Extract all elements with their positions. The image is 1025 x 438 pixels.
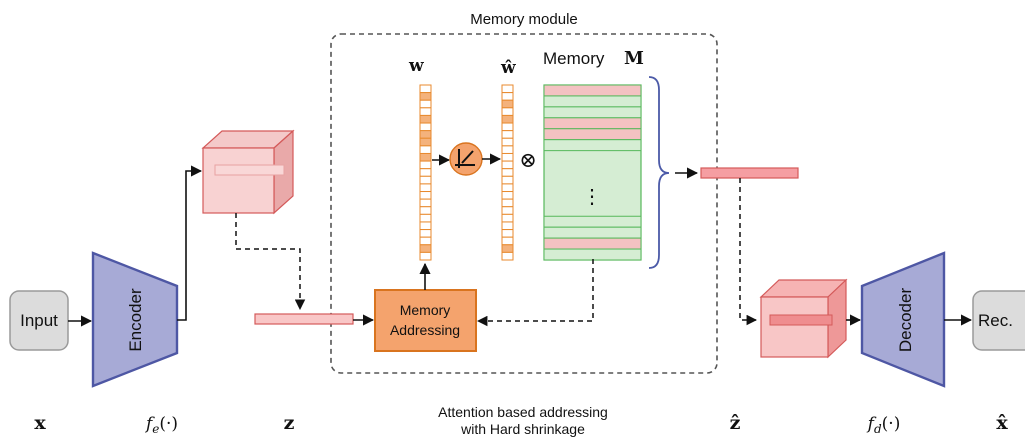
w-vector-cell [419,107,432,116]
w-hat-vector-cell [501,198,514,208]
label-fe: fe(·) [144,414,178,436]
w-hat-vector-cell [501,152,514,162]
memory-row [543,215,642,228]
w-hat-vector-cell [501,122,514,132]
w-hat-vector-cell [501,168,514,177]
output-box [972,290,1025,351]
decoder-feature-cube [759,278,848,359]
w-vector-cell [419,114,432,124]
w-vector-cell [419,99,432,109]
memory-addressing-label-line1: Memory [400,302,451,318]
w-hat-vector-cell [501,84,514,94]
memory-brace [648,76,670,269]
hard-shrinkage-icon [449,142,483,176]
attention-caption-line1: Attention based addressing [438,404,608,420]
w-hat-vector-cell [501,251,514,261]
memory-title-word: Memory [543,49,605,68]
w-vector-cell [419,183,432,193]
memory-row [543,106,642,119]
memory-row [543,95,642,108]
label-x-hat: x̂ [996,412,1008,434]
w-hat-vector-cell [501,206,514,215]
feature-to-z-arrow [235,213,306,311]
w-hat-symbol: ŵ [500,58,516,78]
w-hat-vector-cell [501,244,514,253]
w-vector-cell [419,229,432,238]
w-hat-vector-cell [501,130,514,139]
encoder-to-feature-arrow [177,165,203,321]
w-vector-cell [419,160,432,170]
w-vector-cell [419,206,432,215]
w-hat-vector-cell [501,183,514,193]
w-vector-cell [419,145,432,154]
w-vector-cell [419,84,432,94]
z-hat-to-feature-arrow [739,178,758,326]
w-hat-vector-cell [501,221,514,231]
output-label: Rec. [978,311,1013,330]
memory-ellipsis: ⋮ [582,184,602,208]
w-hat-vector-cell [501,213,514,223]
w-vector-cell [419,168,432,177]
memory-row [543,84,642,97]
w-vector-cell [419,130,432,139]
latent-z-hat-bar [700,167,799,179]
w-vector-cell [419,137,432,147]
w-vector-cell [419,251,432,261]
label-fd: fd(·) [866,414,901,436]
decoder-label: Decoder [896,288,915,353]
memory-row [543,128,642,141]
input-label: Input [20,311,58,330]
w-hat-vector-cell [501,236,514,246]
w-hat-vector-cell [501,191,514,200]
w-vector-cell [419,92,432,101]
memory-row [543,226,642,239]
latent-z-bar [254,313,354,325]
memory-to-addressing-arrow [476,259,594,327]
memory-matrix [543,84,642,261]
w-hat-vector [501,84,514,261]
memory-row [543,248,642,261]
label-z: z [284,412,295,434]
w-hat-vector-cell [501,145,514,154]
w-vector-cell [419,191,432,200]
w-hat-vector-cell [501,160,514,170]
w-vector-cell [419,244,432,253]
multiply-operator-icon: ⊗ [519,148,537,172]
memory-addressing-box [374,289,477,352]
memory-row [543,117,642,130]
memory-title-symbol: M [624,48,644,69]
w-hat-vector-cell [501,99,514,109]
memory-module-title: Memory module [470,11,578,28]
memory-row [543,237,642,250]
w-vector [419,84,432,261]
w-hat-vector-cell [501,175,514,185]
w-vector-cell [419,198,432,208]
w-vector-cell [419,236,432,246]
w-vector-cell [419,175,432,185]
w-vector-cell [419,122,432,132]
w-hat-vector-cell [501,107,514,116]
encoder-shape [91,251,179,388]
encoder-feature-cube [201,129,295,215]
label-x: x [34,412,46,434]
w-hat-vector-cell [501,137,514,147]
encoder-label: Encoder [126,288,145,352]
memory-addressing-label-line2: Addressing [390,322,460,338]
w-vector-cell [419,221,432,231]
memory-module-box [330,33,718,374]
decoder-shape [860,251,946,388]
w-vector-cell [419,213,432,223]
w-hat-vector-cell [501,92,514,101]
memory-row [543,139,642,152]
w-symbol: w [408,56,424,76]
w-hat-vector-cell [501,114,514,124]
w-vector-cell [419,152,432,162]
label-z-hat: ẑ [730,412,741,434]
attention-caption-line2: with Hard shrinkage [460,421,585,437]
w-hat-vector-cell [501,229,514,238]
